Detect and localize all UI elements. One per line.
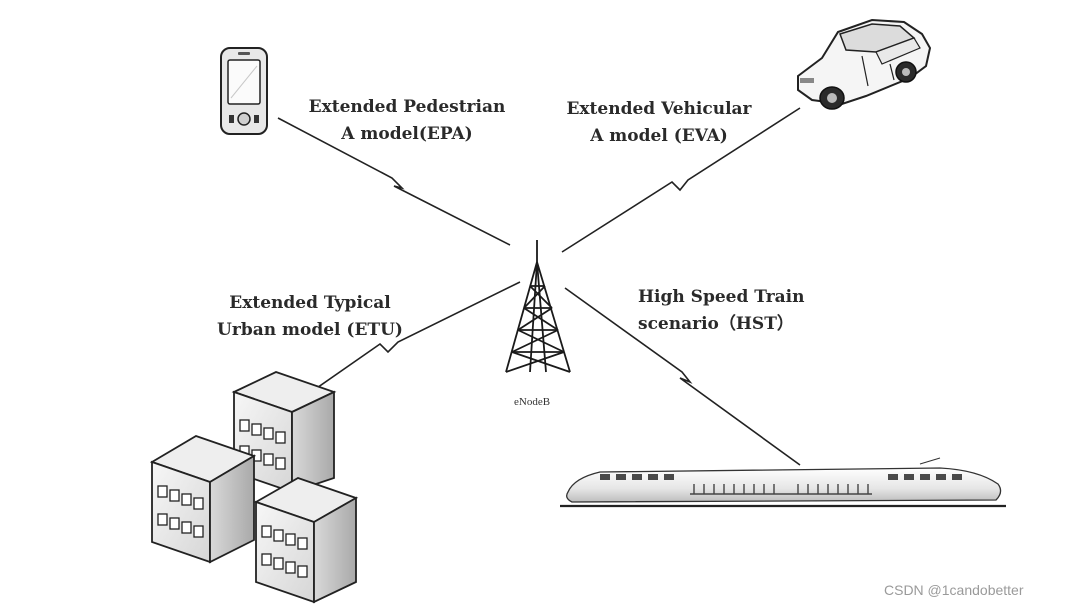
link-epa	[277, 117, 511, 246]
watermark: CSDN @1candobetter	[884, 582, 1024, 598]
label-hst: High Speed Train scenario（HST）	[638, 284, 828, 338]
link-hst	[564, 287, 801, 466]
tower-label: eNodeB	[514, 396, 551, 408]
train-icon	[560, 457, 1006, 508]
link-eva	[561, 107, 801, 253]
buildings-icon	[149, 371, 359, 604]
building-back	[231, 371, 337, 494]
building-right	[253, 477, 359, 604]
label-epa-line2: A model(EPA)	[341, 124, 473, 144]
label-epa: Extended Pedestrian A model(EPA)	[300, 94, 514, 148]
label-hst-line1: High Speed Train	[638, 287, 805, 307]
link-etu	[244, 281, 521, 439]
mobile-phone-icon	[220, 47, 268, 135]
train-windows-front	[600, 474, 962, 480]
car-icon	[797, 18, 932, 110]
label-epa-line1: Extended Pedestrian	[308, 97, 506, 117]
label-etu-line1: Extended Typical	[229, 293, 391, 313]
label-eva: Extended Vehicular A model (EVA)	[556, 96, 762, 150]
label-eva-line1: Extended Vehicular	[566, 99, 752, 119]
tower-icon	[505, 240, 571, 373]
building-left	[149, 435, 257, 564]
label-etu: Extended Typical Urban model (ETU)	[210, 290, 410, 344]
label-eva-line2: A model (EVA)	[590, 126, 728, 146]
label-hst-line2: scenario（HST）	[638, 314, 794, 334]
label-etu-line2: Urban model (ETU)	[217, 320, 403, 340]
train-doors	[690, 484, 872, 495]
